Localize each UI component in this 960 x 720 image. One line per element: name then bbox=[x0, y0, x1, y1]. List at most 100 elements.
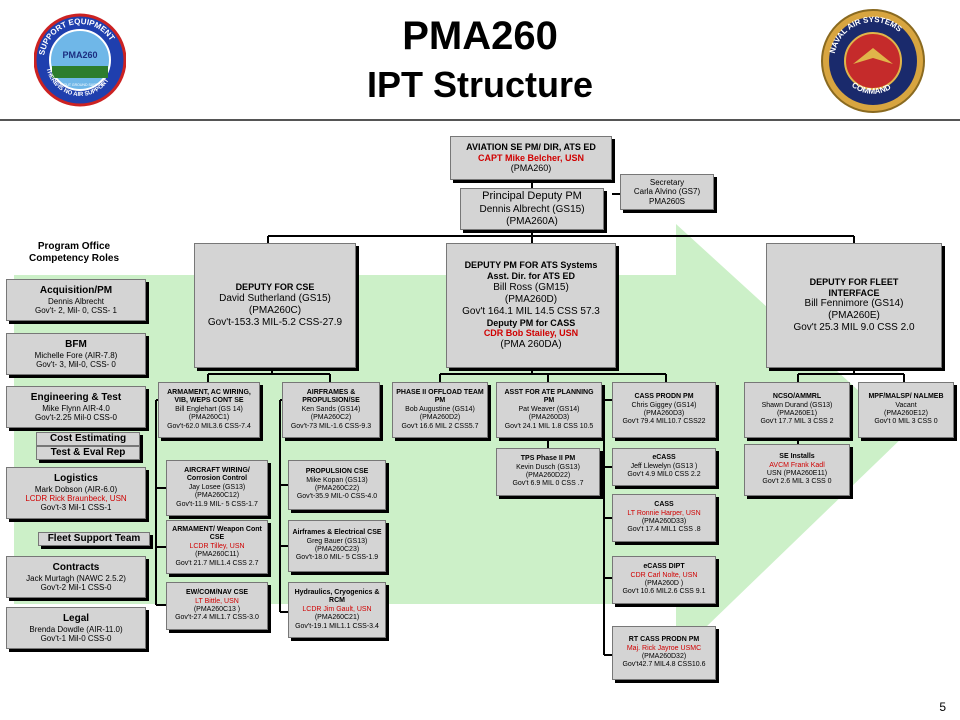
box-line: AVIATION SE PM/ DIR, ATS ED bbox=[466, 141, 596, 152]
box-line: Gov't-153.3 MIL-5.2 CSS-27.9 bbox=[207, 316, 343, 328]
cass-prodn-box: CASS PRODN PM Chris Giggey (GS14) (PMA26… bbox=[612, 382, 716, 438]
role-line: LCDR Rick Braunbeck, USN bbox=[25, 494, 127, 504]
box-line: Mike Kopan (GS13) bbox=[306, 476, 368, 484]
role-title: Logistics bbox=[54, 473, 98, 485]
box-line: Gov't 4.9 MIL0 CSS 2.2 bbox=[627, 471, 701, 479]
box-line: Gov't 0 MIL 3 CSS 0 bbox=[874, 418, 938, 426]
role-title: Legal bbox=[62, 613, 90, 625]
box-line: Asst. Dir. for ATS ED bbox=[486, 270, 575, 281]
box-line: (PMA260D) bbox=[504, 293, 558, 305]
role-legal: Legal Brenda Dowdle (AIR-11.0) Gov't-1 M… bbox=[6, 607, 146, 649]
box-line: Gov't 10.6 MIL2.6 CSS 9.1 bbox=[622, 588, 706, 596]
role-line: Jack Murtagh (NAWC 2.5.2) bbox=[26, 573, 126, 583]
box-line: (PMA260C13 ) bbox=[193, 606, 241, 613]
box-line: Gov't-27.4 MIL1.7 CSS-3.0 bbox=[175, 614, 259, 622]
box-line: (PMA260D3) bbox=[528, 414, 570, 422]
box-line: TPS Phase II PM bbox=[520, 455, 576, 463]
box-line: Secretary bbox=[649, 177, 685, 187]
page-number: 5 bbox=[939, 700, 946, 714]
aircraft-wiring-box: AIRCRAFT WIRING/ Corrosion Control Jay L… bbox=[166, 460, 268, 516]
box-line: (PMA260C21) bbox=[314, 614, 360, 622]
box-line: Pat Weaver (GS14) bbox=[518, 405, 580, 413]
box-line: Deputy PM for CASS bbox=[486, 317, 576, 328]
role-line: Michelle Fore (AIR-7.8) bbox=[34, 350, 118, 360]
box-line: Gov't-62.0 MIL3.6 CSS-7.4 bbox=[167, 422, 251, 430]
box-line: Gov't 25.3 MIL 9.0 CSS 2.0 bbox=[793, 322, 915, 334]
box-line: DEPUTY FOR CSE bbox=[235, 282, 315, 293]
se-installs-box: SE Installs AVCM Frank Kadl USN (PMA260E… bbox=[744, 444, 850, 496]
box-line: Gov't 6.9 MIL 0 CSS .7 bbox=[512, 480, 584, 488]
box-line: eCASS DIPT bbox=[643, 563, 685, 571]
box-line: DEPUTY PM FOR ATS Systems bbox=[464, 259, 598, 270]
org-connectors bbox=[155, 180, 905, 656]
box-line: (PMA260E) bbox=[828, 310, 880, 322]
box-line: LCDR Jim Gault, USN bbox=[302, 605, 372, 613]
box-line: SE Installs bbox=[779, 453, 815, 461]
box-line: Gov't 2.6 MIL 3 CSS 0 bbox=[762, 478, 832, 486]
hydraulics-box: Hydraulics, Cryogenics & RCM LCDR Jim Ga… bbox=[288, 582, 386, 638]
box-line: Gov't 164.1 MIL 14.5 CSS 57.3 bbox=[462, 305, 600, 317]
role-acquisition: Acquisition/PM Dennis Albrecht Gov't- 2,… bbox=[6, 279, 146, 321]
box-line: Airframes & Electrical CSE bbox=[292, 529, 382, 537]
role-logistics: Logistics Mark Dobson (AIR-6.0) LCDR Ric… bbox=[6, 467, 146, 519]
deputy-ats-box: DEPUTY PM FOR ATS Systems Asst. Dir. for… bbox=[446, 243, 616, 368]
box-line: (PMA 260DA) bbox=[500, 339, 562, 351]
role-line: Mike Flynn AIR-4.0 bbox=[42, 403, 110, 413]
box-line: eCASS bbox=[652, 454, 676, 462]
navair-logo: NAVAL AIR SYSTEMS COMMAND bbox=[821, 9, 925, 113]
box-line: Chris Giggey (GS14) bbox=[631, 401, 697, 409]
competency-title: Program Office Competency Roles bbox=[28, 241, 120, 264]
airframes-propulsion-box: AIRFRAMES & PROPULSION/SE Ken Sands (GS1… bbox=[282, 382, 380, 438]
role-title: BFM bbox=[65, 339, 87, 351]
role-engineering: Engineering & Test Mike Flynn AIR-4.0 Go… bbox=[6, 386, 146, 428]
role-line: Gov't-1 Mil-0 CSS-0 bbox=[40, 633, 112, 643]
role-line: Gov't-2.25 Mil-0 CSS-0 bbox=[35, 412, 117, 422]
box-line: Gov't-73 MIL-1.6 CSS-9.3 bbox=[290, 422, 372, 430]
box-line: AVCM Frank Kadl bbox=[769, 461, 825, 469]
role-bfm: BFM Michelle Fore (AIR-7.8) Gov't- 3, Mi… bbox=[6, 333, 146, 375]
box-line: (PMA260C12) bbox=[194, 492, 240, 500]
test-eval-pill: Test & Eval Rep bbox=[36, 446, 140, 460]
deputy-fleet-box: DEPUTY FOR FLEET INTERFACE Bill Fennimor… bbox=[766, 243, 942, 368]
title-divider bbox=[0, 119, 960, 121]
box-line: Jay Losee (GS13) bbox=[188, 483, 246, 491]
box-line: Gov't 16.6 MIL 2 CSS5.7 bbox=[401, 422, 479, 430]
box-line: Gov't-19.1 MIL1.1 CSS-3.4 bbox=[295, 622, 379, 630]
mpf-malsp-box: MPF/MALSP/ NALMEB Vacant (PMA260E12) Gov… bbox=[858, 382, 954, 438]
box-line: CAPT Mike Belcher, USN bbox=[477, 152, 585, 163]
box-line: DEPUTY FOR FLEET INTERFACE bbox=[809, 276, 899, 298]
box-line: Hydraulics, Cryogenics & RCM bbox=[294, 589, 380, 605]
box-line: Shawn Durand (GS13) bbox=[761, 401, 833, 409]
role-line: Gov't-2 Mil-1 CSS-0 bbox=[40, 582, 112, 592]
role-line: Mark Dobson (AIR-6.0) bbox=[34, 484, 118, 494]
box-line: (PMA260C) bbox=[248, 304, 302, 316]
box-line: AIRFRAMES & PROPULSION/SE bbox=[302, 389, 360, 405]
box-line: CASS bbox=[654, 501, 674, 509]
fleet-support-pill: Fleet Support Team bbox=[38, 532, 150, 546]
box-line: Gov't 21.7 MIL1.4 CSS 2.7 bbox=[175, 559, 259, 567]
role-line: Dennis Albrecht bbox=[47, 296, 105, 306]
box-line: (PMA260) bbox=[510, 163, 552, 174]
box-line: Carla Alvino (GS7) bbox=[633, 187, 701, 197]
box-line: (PMA260C11) bbox=[195, 551, 239, 559]
box-line: Gov't-11.9 MIL- 5 CSS-1.7 bbox=[176, 500, 258, 508]
box-line: Dennis Albrecht (GS15) bbox=[479, 203, 585, 215]
tps-phase-ii-box: TPS Phase II PM Kevin Dusch (GS13) (PMA2… bbox=[496, 448, 600, 496]
box-line: (PMA260D33) bbox=[641, 518, 687, 525]
box-line: (PMA260D3) bbox=[643, 410, 685, 417]
box-line: Gov't 17.7 MIL 3 CSS 2 bbox=[760, 418, 834, 426]
box-line: Gov't42.7 MIL4.8 CSS10.6 bbox=[622, 661, 706, 669]
role-line: Brenda Dowdle (AIR-11.0) bbox=[29, 624, 123, 634]
box-line: MPF/MALSP/ NALMEB bbox=[868, 393, 944, 401]
box-line: Bill Ross (GM15) bbox=[493, 281, 569, 293]
box-line: (PMA260E12) bbox=[884, 410, 928, 417]
box-line: (PMA260C1) bbox=[188, 414, 230, 422]
box-line: EW/COM/NAV CSE bbox=[185, 589, 249, 597]
box-line: (PMA260D2) bbox=[419, 414, 461, 422]
box-line: CASS PRODN PM bbox=[634, 393, 694, 401]
role-title: Contracts bbox=[52, 562, 100, 574]
box-line: ARMAMENT, AC WIRING, VIB, WEPS CONT SE bbox=[167, 389, 251, 405]
box-line: PROPULSION CSE bbox=[305, 468, 369, 476]
logo-inner-text: WITHOUT GROUND SUPPORT bbox=[55, 83, 106, 87]
box-line: (PMA260C23) bbox=[314, 546, 360, 553]
